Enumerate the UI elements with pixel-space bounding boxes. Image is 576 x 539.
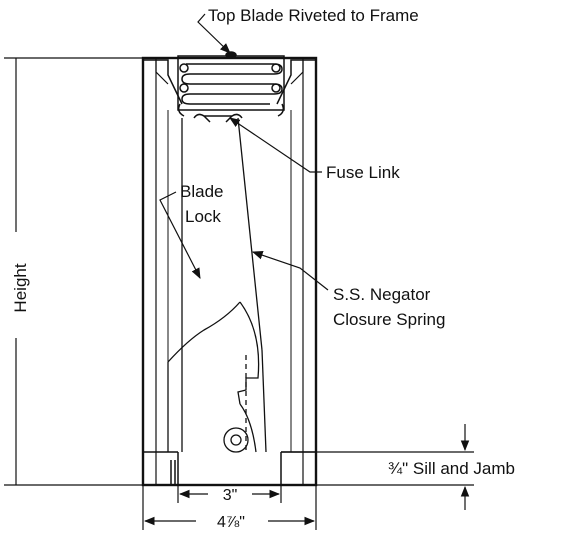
top-blade-label: Top Blade Riveted to Frame <box>208 6 419 25</box>
width-dimensions <box>142 485 317 530</box>
blade-label-line1: Blade <box>180 182 223 201</box>
blade-curtain <box>167 117 267 453</box>
sill-jamb-dimension <box>281 424 474 510</box>
outer-width-label: 4⅞" <box>217 514 245 531</box>
height-dimension <box>4 57 143 486</box>
fuse-link-label: Fuse Link <box>326 163 400 182</box>
negator-label-line1: S.S. Negator <box>333 285 431 304</box>
sill-jamb-label: ¾" Sill and Jamb <box>388 459 515 478</box>
height-label: Height <box>11 263 30 312</box>
inner-width-label: 3" <box>223 487 238 504</box>
damper-frame <box>141 56 318 487</box>
fuse-link <box>193 113 243 123</box>
closure-spring-label-line2: Closure Spring <box>333 310 445 329</box>
callout-leaders <box>159 13 329 291</box>
folded-blades <box>177 51 285 117</box>
lock-label-line2: Lock <box>185 207 221 226</box>
